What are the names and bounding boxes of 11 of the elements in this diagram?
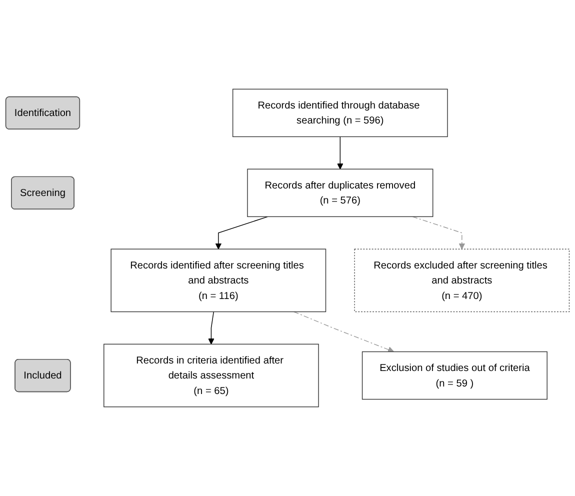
arrow xyxy=(208,311,214,344)
node-box: Records after duplicates removed (n = 576) xyxy=(247,168,434,218)
node-box: Records excluded after screening titles and abstracts (n = 470) xyxy=(354,248,570,312)
node-box: Records identified after screening titles and abstracts (n = 116) xyxy=(110,248,326,312)
node-box: Exclusion of studies out of criteria (n = 59 ) xyxy=(362,351,548,400)
arrow xyxy=(294,311,394,353)
arrow xyxy=(336,136,344,170)
node-box: Records identified through database searching (n = 596) xyxy=(232,88,448,138)
arrow xyxy=(412,216,466,250)
node-box: Records in criteria identified after details assessment (n = 65) xyxy=(104,344,319,408)
arrow xyxy=(215,216,268,250)
